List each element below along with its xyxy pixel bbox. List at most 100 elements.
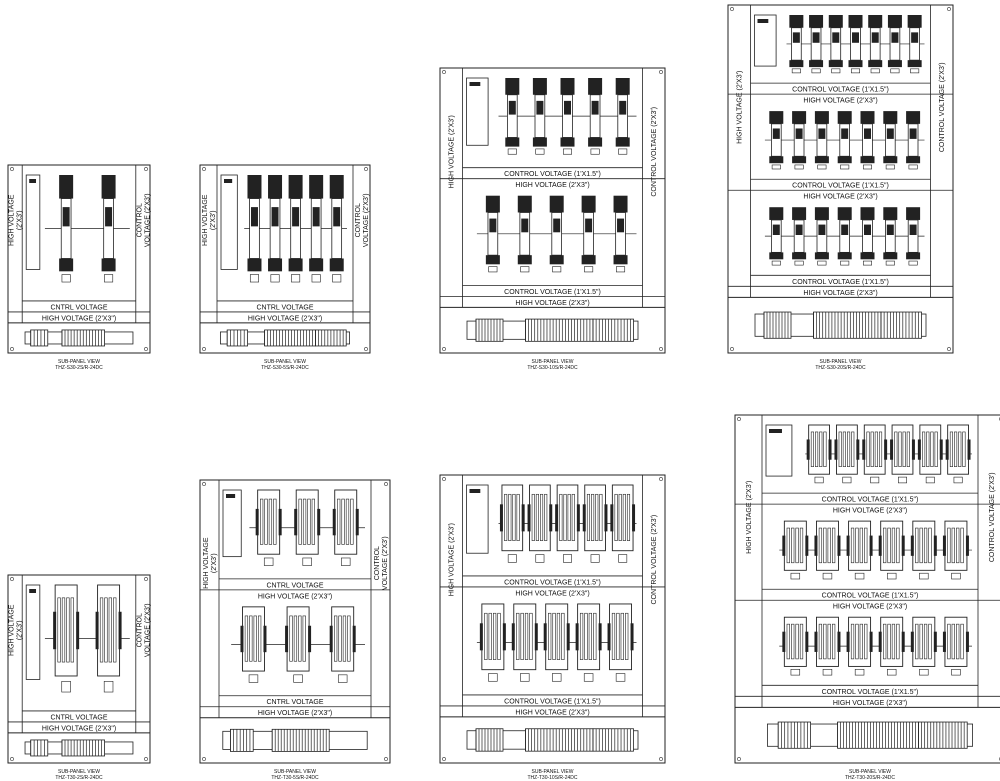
relay-clip	[965, 631, 969, 652]
side-label-right-group: CONTROL VOLTAGE (2'X3')	[989, 472, 996, 562]
sub-panel-p8: HIGH VOLTAGE (2'X3')CONTROL VOLTAGE (2'X…	[734, 414, 1000, 781]
relay-tag	[822, 669, 833, 676]
relay-module	[309, 175, 324, 283]
relay-tag	[862, 164, 872, 170]
mount-hole	[730, 347, 734, 351]
relay-clip	[294, 508, 298, 536]
power-supply	[754, 14, 777, 67]
relay-top-block	[809, 15, 824, 28]
relay-bottom-block	[837, 252, 852, 260]
relay-fin	[588, 612, 592, 660]
relay-tag	[854, 572, 865, 580]
relay-bottom-block	[485, 255, 500, 265]
relay-fin	[896, 623, 900, 660]
relay-bottom-block	[814, 156, 829, 164]
relay-tag	[898, 476, 907, 484]
band-label-high-voltage: HIGH VOLTAGE (2'X3")	[803, 290, 877, 297]
relay-bottom-block	[532, 137, 547, 147]
side-label-left: (2'X3')	[17, 620, 24, 640]
relay-fin	[298, 498, 302, 545]
side-label-left-group: HIGH VOLTAGE(2'X3')	[202, 194, 217, 246]
band-label-high-voltage: HIGH VOLTAGE (2'X3")	[42, 315, 116, 322]
power-supply-label-plate	[29, 589, 37, 593]
relay-module	[769, 111, 784, 170]
relay-fin	[883, 527, 887, 564]
side-label-right: CONTROL VOLTAGE (2'X3')	[939, 62, 946, 152]
relay-tag	[817, 260, 827, 266]
caption-title: SUB-PANEL VIEW	[532, 769, 574, 775]
relay-clip	[782, 535, 786, 556]
band-label-high-voltage: HIGH VOLTAGE (2'X3")	[833, 604, 907, 611]
relay-module	[860, 111, 875, 170]
relay-module	[814, 520, 841, 580]
relay-module	[890, 424, 915, 484]
relay-top-block	[769, 111, 784, 124]
relay-tag	[551, 673, 562, 682]
relay-clip	[255, 508, 259, 536]
relay-fin	[791, 623, 795, 660]
relay-top-block	[268, 175, 283, 199]
relay-coil	[818, 128, 826, 139]
relay-clip	[263, 625, 267, 653]
relay-fin	[614, 493, 618, 541]
relay-fin	[878, 431, 883, 467]
relay-module	[942, 520, 969, 580]
mount-hole	[659, 70, 663, 74]
relay-fin	[302, 498, 307, 545]
relay-fin	[584, 612, 588, 660]
relay-module	[615, 78, 630, 155]
relay-tag	[103, 681, 114, 693]
relay-tag	[618, 554, 628, 563]
relay-module	[485, 195, 500, 273]
relay-tag	[919, 572, 929, 580]
relay-tag	[771, 164, 781, 170]
relay-top-block	[837, 207, 852, 220]
relay-bottom-block	[883, 252, 898, 260]
caption-model: THZ-S30-2S/R-24DC	[55, 365, 103, 371]
terminal-strip	[525, 318, 594, 342]
side-label-left-group: HIGH VOLTAGE (2'X3')	[449, 115, 456, 188]
relay-module	[806, 424, 832, 484]
terminal-strip	[271, 728, 330, 752]
terminal-rail	[763, 311, 792, 339]
relay-module	[809, 15, 824, 74]
relay-module	[329, 606, 356, 683]
power-supply	[25, 174, 41, 270]
relay-bottom-block	[288, 258, 303, 272]
relay-fin	[626, 493, 631, 541]
relay-tag	[886, 572, 897, 580]
band-label-control: CNTRL VOLTAGE	[256, 304, 313, 311]
relay-top-block	[59, 175, 74, 199]
power-supply-label-plate	[469, 82, 481, 86]
relay-module	[95, 584, 122, 693]
band-label-control: CNTRL VOLTAGE	[266, 699, 323, 706]
mount-hole	[144, 167, 148, 171]
mount-hole	[10, 347, 14, 351]
relay-bottom-block	[887, 60, 902, 68]
side-label-left: HIGH VOLTAGE	[9, 604, 16, 656]
relay-clip	[965, 535, 969, 556]
relay-clip	[828, 439, 832, 460]
relay-top-block	[906, 111, 921, 124]
mount-hole	[999, 757, 1000, 761]
mount-hole	[384, 757, 388, 761]
side-label-right-group: CONTROL VOLTAGE (2'X3')	[939, 62, 946, 152]
terminal-strip	[30, 329, 49, 347]
relay-clip	[837, 631, 841, 652]
relay-clip	[869, 631, 873, 652]
relay-fin	[579, 612, 584, 660]
relay-module	[846, 520, 873, 580]
relay-module	[527, 484, 553, 563]
relay-clip	[942, 535, 946, 556]
mount-hole	[442, 347, 446, 351]
relay-tag	[507, 148, 517, 155]
mount-hole	[10, 757, 14, 761]
relay-coil	[832, 32, 840, 43]
relay-module	[887, 15, 902, 74]
relay-fin	[870, 431, 874, 467]
relay-module	[575, 603, 602, 682]
relay-bottom-block	[101, 258, 116, 272]
relay-bottom-block	[549, 255, 564, 265]
